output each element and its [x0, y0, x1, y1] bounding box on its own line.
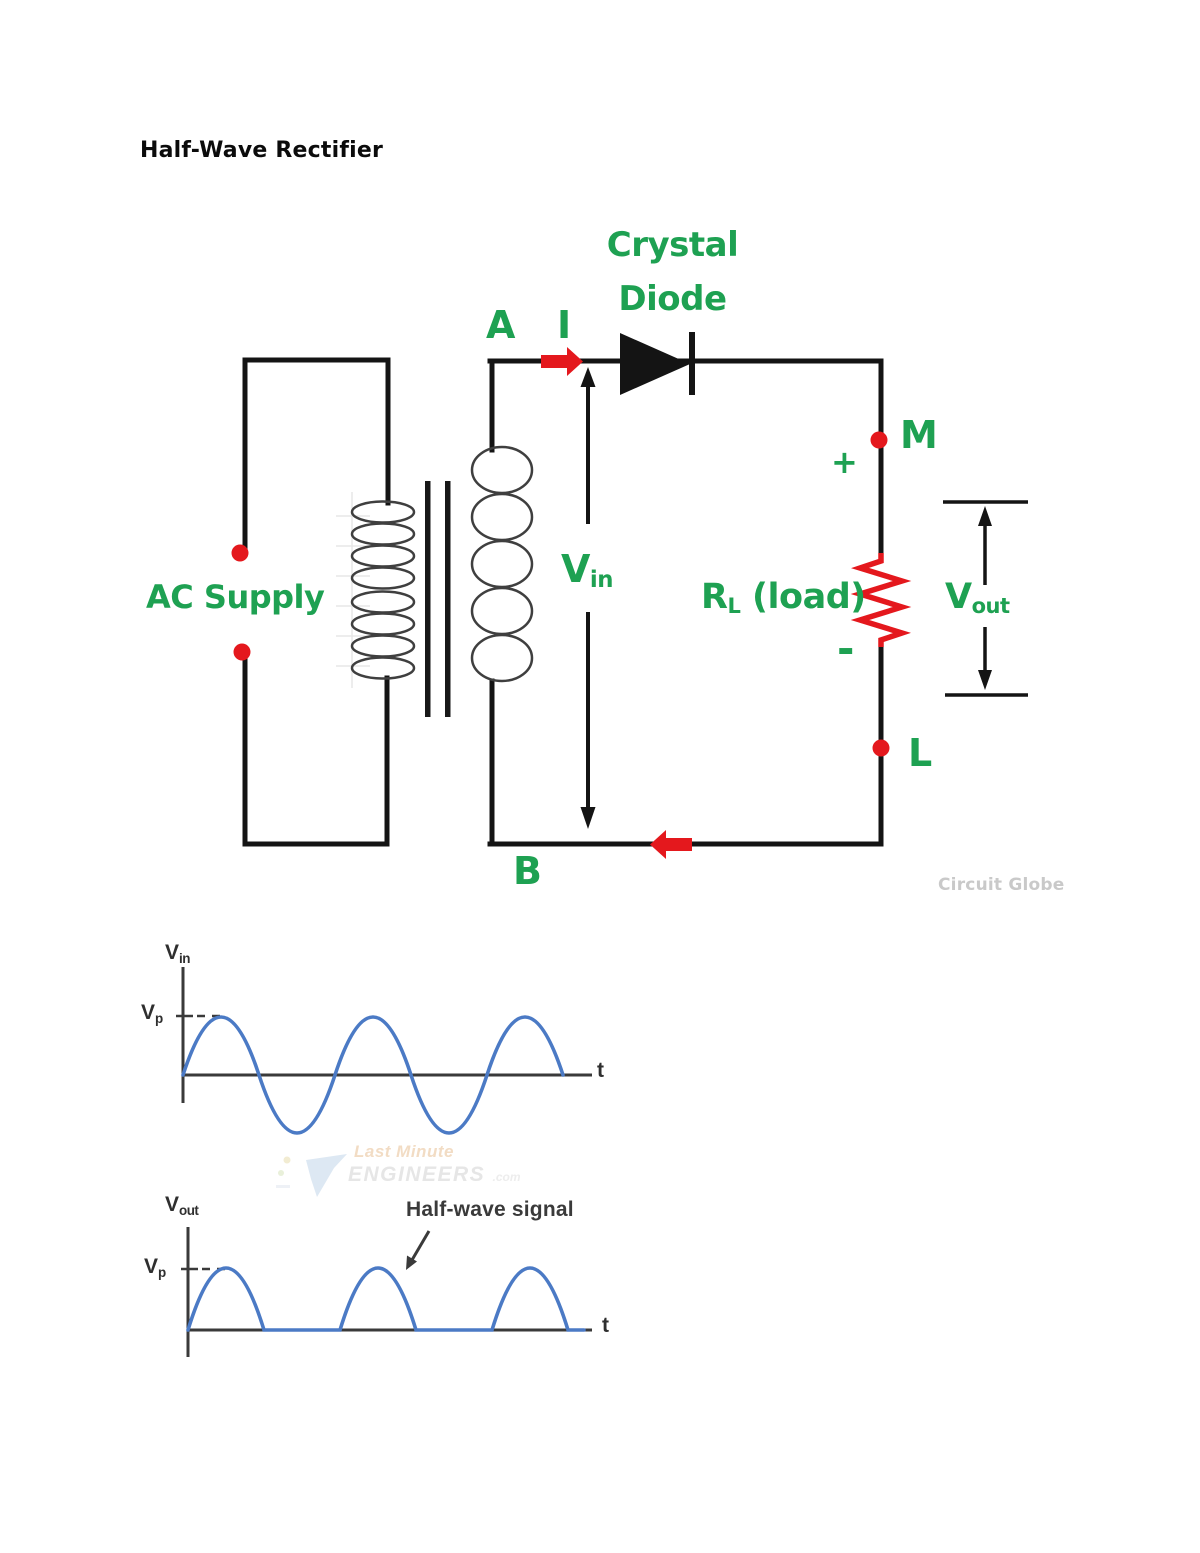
vin-measure-arrows	[580, 367, 596, 829]
transformer-primary-coil	[350, 500, 416, 680]
watermark-suffix: .com	[492, 1170, 521, 1184]
vin-label-sub: in	[589, 567, 614, 594]
vout-label-sub: out	[971, 594, 1010, 619]
ac-supply-label: AC Supply	[146, 578, 325, 616]
watermark-engineers: ENGINEERS	[348, 1163, 486, 1186]
load-label-suffix: (load)	[752, 577, 866, 617]
primary-loop-top-wire	[242, 357, 391, 557]
vout-measure-bracket	[943, 500, 1028, 697]
input-ylabel-base: V	[165, 941, 180, 964]
minus-label: -	[837, 624, 854, 673]
page-title: Half-Wave Rectifier	[140, 138, 384, 163]
output-peak-sub: p	[158, 1264, 166, 1280]
input-peak-base: V	[141, 1001, 156, 1024]
load-resistor	[850, 553, 912, 647]
watermark-line1: Last Minute	[354, 1142, 454, 1161]
transformer-core	[425, 481, 451, 717]
credit-watermark: Circuit Globe	[938, 875, 1065, 895]
node-m-label: M	[900, 413, 938, 457]
output-halfwave-curve	[186, 1266, 586, 1332]
watermark-line2: ENGINEERS .com	[348, 1164, 521, 1185]
input-plot-peak-label: Vp	[141, 1001, 163, 1026]
input-plot-xlabel: t	[597, 1059, 604, 1082]
output-plot-ylabel: Vout	[165, 1193, 199, 1218]
node-m-dot	[870, 431, 888, 449]
node-l-dot	[872, 739, 890, 757]
terminal-dots	[231, 431, 890, 757]
output-peak-base: V	[144, 1255, 159, 1278]
crystal-diode-line1: Crystal	[606, 225, 739, 265]
load-label: RL (load)	[701, 577, 866, 619]
output-ylabel-sub: out	[179, 1202, 199, 1218]
vout-label: Vout	[945, 577, 1010, 619]
input-ylabel-sub: in	[179, 950, 190, 966]
input-plot-axes	[176, 967, 592, 1103]
halfwave-annotation: Half-wave signal	[406, 1198, 574, 1221]
output-plot-peak-label: Vp	[144, 1255, 166, 1280]
output-plot-xlabel: t	[602, 1314, 609, 1337]
current-label: I	[557, 303, 571, 347]
diode-symbol	[620, 332, 695, 395]
terminal-a-label: A	[486, 303, 515, 347]
vin-label: Vin	[561, 547, 613, 592]
input-peak-sub: p	[155, 1010, 163, 1026]
load-label-sub: L	[727, 594, 741, 619]
current-arrow-top	[541, 347, 583, 376]
input-plot-ylabel: Vin	[165, 941, 190, 966]
node-l-label: L	[908, 731, 932, 775]
crystal-diode-line2: Diode	[618, 279, 727, 319]
input-sine-wave	[181, 1015, 565, 1135]
output-ylabel-base: V	[165, 1193, 180, 1216]
vin-label-base: V	[561, 547, 590, 591]
transformer-secondary-coil	[470, 445, 534, 683]
terminal-b-label: B	[513, 849, 542, 893]
vout-label-base: V	[945, 577, 972, 617]
crystal-diode-label: Crystal Diode	[585, 218, 760, 326]
current-arrow-bottom	[650, 830, 692, 859]
plus-label: +	[831, 443, 858, 481]
annotation-arrow	[406, 1230, 431, 1270]
watermark-logo	[276, 1154, 347, 1197]
supply-terminal-dot-bottom	[233, 643, 251, 661]
output-plot-axes	[181, 1227, 592, 1357]
primary-loop-bottom-wire	[242, 648, 390, 847]
supply-terminal-dot-top	[231, 544, 249, 562]
load-label-base: R	[701, 577, 728, 617]
